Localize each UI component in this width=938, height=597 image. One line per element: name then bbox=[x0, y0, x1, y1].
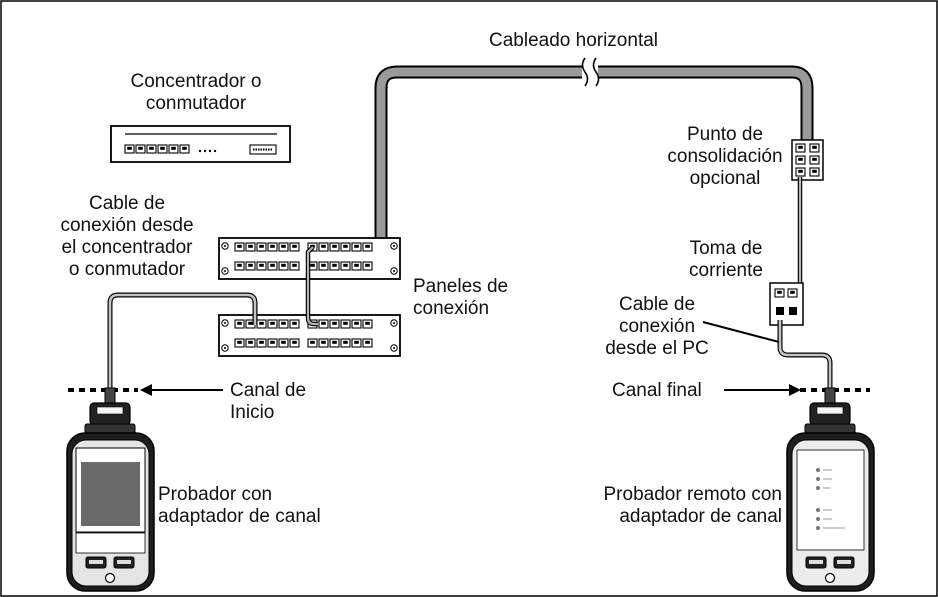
hub-patch-cable-label: Cable de conexión desde el concentrador … bbox=[60, 193, 194, 280]
main-tester-label: Probador con adaptador de canal bbox=[158, 484, 321, 527]
outlet-label: Toma de corriente bbox=[689, 238, 763, 281]
end-channel-label: Canal final bbox=[612, 380, 702, 401]
main-tester-device bbox=[66, 387, 155, 592]
consolidation-point-device bbox=[791, 139, 824, 181]
pc-patch-cable-label: Cable de conexión desde el PC bbox=[605, 294, 709, 359]
patch-panels-label: Paneles de conexión bbox=[413, 276, 509, 319]
hub-switch-device bbox=[110, 125, 291, 163]
start-channel-label: Canal de Inicio bbox=[230, 380, 307, 423]
hub-label: Concentrador o conmutador bbox=[130, 71, 262, 114]
pc-cable-leader-line bbox=[702, 321, 780, 343]
remote-tester-device bbox=[786, 387, 875, 592]
horizontal-cable bbox=[374, 57, 814, 242]
cross-connect-cable bbox=[305, 245, 318, 327]
horizontal-cabling-label: Cableado horizontal bbox=[489, 30, 659, 51]
wall-outlet-device bbox=[769, 282, 804, 326]
consolidation-point-label: Punto de consolidación opcional bbox=[667, 124, 783, 189]
start-patch-cable bbox=[107, 292, 258, 400]
end-patch-cable bbox=[777, 320, 833, 400]
remote-tester-label: Probador remoto con adaptador de canal bbox=[603, 484, 783, 527]
end-channel-arrow bbox=[724, 384, 801, 396]
start-channel-arrow bbox=[140, 384, 223, 396]
